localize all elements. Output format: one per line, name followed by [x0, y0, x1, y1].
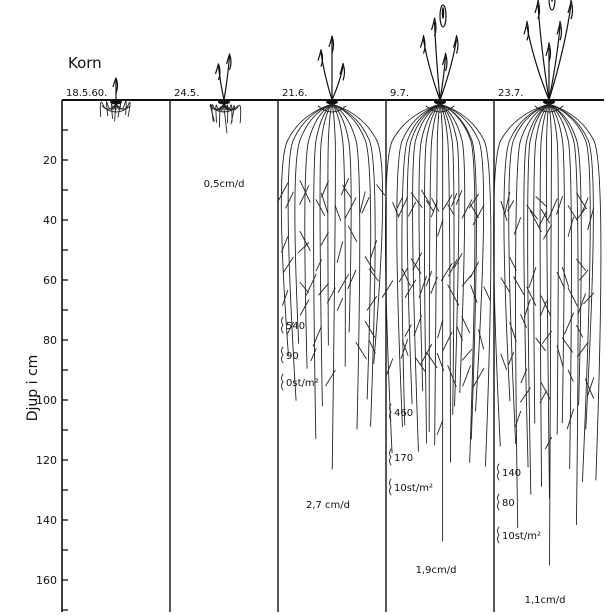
density-bracket [282, 347, 284, 363]
root-system [278, 104, 384, 469]
root-system [382, 104, 491, 541]
depth-tick-label: 60 [43, 274, 57, 287]
root-density-label: 10st/m² [502, 531, 541, 542]
growth-rate-label: 2,7 cm/d [306, 500, 350, 511]
plant-shoot [318, 36, 345, 105]
depth-tick-label: 160 [36, 574, 57, 587]
date-panel: 23.7. 1,1cm/d 140 80 10st/m² [494, 0, 601, 612]
plant-shoot [524, 0, 573, 105]
root-system [494, 104, 601, 565]
density-bracket [498, 494, 500, 510]
plant-shoot [216, 54, 232, 105]
depth-tick-label: 80 [43, 334, 57, 347]
root-density-label: 90 [286, 351, 299, 362]
density-bracket [282, 374, 284, 390]
crop-label: Korn [68, 54, 102, 72]
panel-date: 24.5. [174, 88, 199, 99]
depth-tick-label: 100 [36, 394, 57, 407]
panel-date: 21.6. [282, 88, 307, 99]
panel-date: 23.7. [498, 88, 523, 99]
depth-tick-label: 140 [36, 514, 57, 527]
depth-tick-label: 120 [36, 454, 57, 467]
growth-rate-label: 1,1cm/d [525, 595, 566, 606]
date-panel: 24.5. 0,5cm/d [170, 54, 244, 612]
root-density-label: 140 [502, 468, 521, 479]
panel-date: 18.5.60. [66, 88, 107, 99]
panel-date: 9.7. [390, 88, 409, 99]
date-panel: 9.7. 1,9cm/d 460 170 10st/m² [382, 5, 491, 612]
root-density-label: 170 [394, 453, 413, 464]
root-density-label: 0st/m² [286, 378, 319, 389]
root-density-label: 10st/m² [394, 483, 433, 494]
density-bracket [498, 527, 500, 543]
root-system [210, 104, 241, 133]
depth-axis-label: Djup i cm [25, 355, 41, 422]
root-density-label: 460 [394, 408, 413, 419]
growth-rate-label: 1,9cm/d [416, 565, 457, 576]
root-density-label: 540 [286, 321, 305, 332]
density-bracket [390, 449, 392, 465]
date-panels: 18.5.60. 24.5. 0,5cm/d 21.6. 2,7 cm/d 540 90 0s… [66, 0, 601, 612]
density-bracket [390, 479, 392, 495]
plant-shoot [421, 5, 459, 105]
density-bracket [498, 464, 500, 480]
depth-tick-label: 20 [43, 154, 57, 167]
plant-shoot [110, 78, 122, 105]
depth-tick-label: 40 [43, 214, 57, 227]
date-panel: 21.6. 2,7 cm/d 540 90 0st/m² [278, 36, 385, 612]
root-density-label: 80 [502, 498, 515, 509]
density-bracket [282, 317, 284, 333]
growth-rate-label: 0,5cm/d [204, 179, 245, 190]
